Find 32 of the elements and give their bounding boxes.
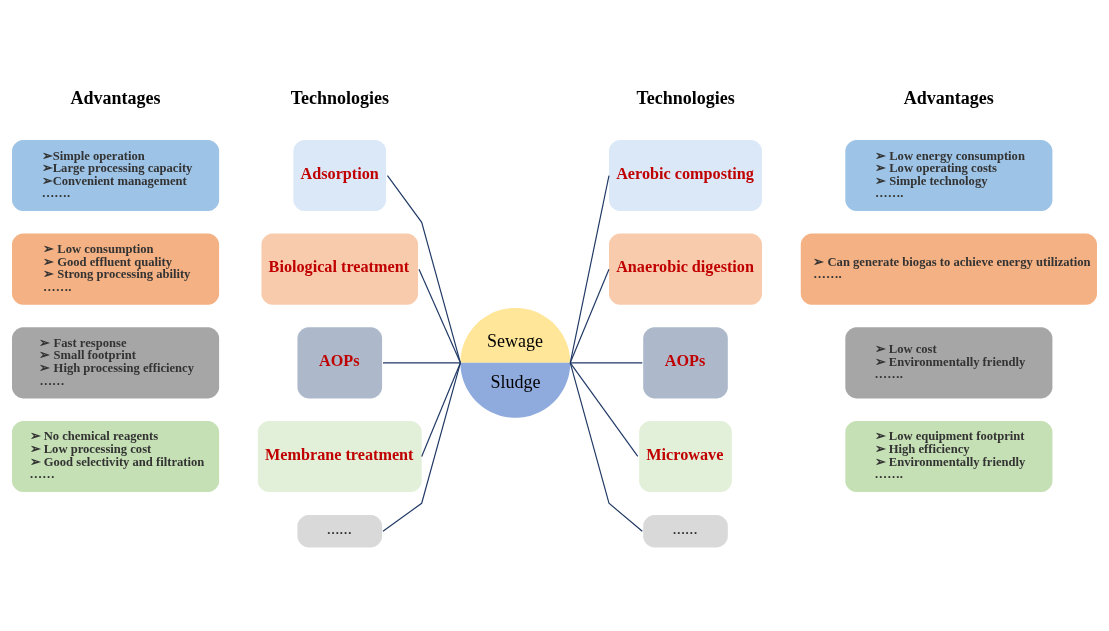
connector bbox=[418, 268, 461, 363]
connector bbox=[569, 361, 639, 457]
node-box: ➢ Low equipment footprint ➢ High efficiency ➢ Environmentally friendly ……. bbox=[845, 420, 1053, 492]
node-box: Anaerobic digestion bbox=[608, 233, 763, 305]
label: Technologies bbox=[636, 87, 735, 108]
node-box: ➢ No chemical reagents ➢ Low processing cost ➢ Good selectivity and filtration …… bbox=[12, 420, 220, 492]
node-box: Adsorption bbox=[293, 139, 387, 211]
node-box: AOPs bbox=[297, 326, 383, 398]
connector bbox=[421, 361, 461, 457]
connector bbox=[569, 268, 610, 363]
connector bbox=[569, 361, 643, 363]
node-box: Aerobic composting bbox=[608, 139, 763, 211]
node-box: AOPs bbox=[643, 326, 728, 398]
node-box: ➢ Low consumption ➢ Good effluent quality ➢ Strong processing ability ……. bbox=[12, 233, 220, 305]
node-box: Biological treatment bbox=[261, 233, 419, 305]
node-box: ➢ Can generate biogas to achieve energy utilization ……. bbox=[800, 233, 1097, 305]
node-box: …… bbox=[643, 514, 728, 547]
node-box: ➢ Fast response ➢ Small footprint ➢ High processing efficiency …… bbox=[12, 326, 220, 398]
connector bbox=[569, 361, 643, 532]
node-box: ➢Simple operation ➢Large processing capacity ➢Convenient management ……. bbox=[12, 139, 220, 211]
node-box: Microwave bbox=[639, 420, 732, 492]
connector bbox=[382, 361, 461, 363]
label: Advantages bbox=[70, 87, 161, 108]
connector bbox=[386, 174, 461, 363]
label: Advantages bbox=[903, 87, 994, 108]
node-box: ➢ Low energy consumption ➢ Low operating costs ➢ Simple technology ……. bbox=[845, 139, 1053, 211]
label: Technologies bbox=[290, 87, 390, 108]
connector bbox=[569, 174, 610, 363]
node-box: …… bbox=[297, 514, 383, 547]
node-box: ➢ Low cost ➢ Environmentally friendly ……. bbox=[845, 326, 1053, 398]
node-box: Membrane treatment bbox=[257, 420, 422, 492]
connector bbox=[382, 361, 461, 532]
